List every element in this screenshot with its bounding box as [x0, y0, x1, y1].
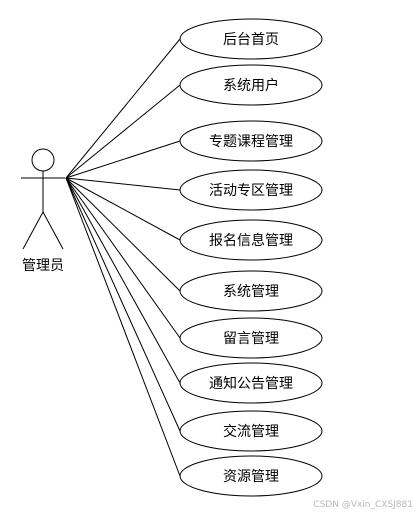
use-case-label: 活动专区管理: [209, 183, 293, 199]
use-case: 后台首页: [179, 18, 323, 60]
association-line: [65, 177, 181, 241]
use-case-ellipse: [179, 120, 323, 162]
use-case-label: 交流管理: [223, 423, 279, 440]
use-case-label: 系统管理: [223, 284, 279, 300]
actor-left-leg: [22, 211, 44, 250]
use-case: 系统用户: [179, 64, 323, 106]
use-case-label: 系统用户: [223, 77, 279, 94]
association-lines: [65, 38, 181, 477]
use-case-label: 通知公告管理: [209, 375, 293, 392]
use-case-ellipse: [179, 18, 323, 60]
use-case: 报名信息管理: [179, 219, 323, 261]
use-case-ellipse: [179, 219, 323, 261]
association-line: [65, 177, 181, 384]
watermark: CSDN @Vxin_CXSJ881: [313, 500, 413, 510]
actor-head: [31, 148, 55, 172]
use-case-ellipse: [179, 410, 323, 452]
use-case-ellipse: [179, 455, 323, 497]
use-case-ellipse: [179, 169, 323, 211]
use-cases: 后台首页系统用户专题课程管理活动专区管理报名信息管理系统管理留言管理通知公告管理…: [179, 18, 323, 497]
use-case: 留言管理: [179, 317, 323, 359]
use-case-ellipse: [179, 64, 323, 106]
association-line: [65, 38, 181, 179]
use-case-ellipse: [179, 317, 323, 359]
association-line: [65, 177, 181, 339]
use-case: 交流管理: [179, 410, 323, 452]
association-line: [65, 177, 181, 292]
use-case-label: 专题课程管理: [209, 134, 293, 150]
use-case-label: 报名信息管理: [209, 232, 293, 249]
use-case-ellipse: [179, 362, 323, 404]
use-case-label: 后台首页: [223, 32, 279, 48]
association-line: [65, 84, 181, 179]
association-line: [65, 140, 181, 179]
actor-label: 管理员: [22, 258, 64, 274]
association-line: [65, 177, 181, 432]
actor-right-leg: [42, 211, 64, 250]
use-case: 通知公告管理: [179, 362, 323, 404]
use-case-label: 留言管理: [223, 331, 279, 347]
use-case: 专题课程管理: [179, 120, 323, 162]
use-case: 活动专区管理: [179, 169, 323, 211]
use-case: 系统管理: [179, 270, 323, 312]
actor-admin: 管理员: [21, 148, 65, 274]
use-case-ellipse: [179, 270, 323, 312]
use-case-label: 资源管理: [223, 469, 279, 485]
association-line: [65, 177, 181, 191]
use-case: 资源管理: [179, 455, 323, 497]
association-line: [65, 177, 181, 477]
